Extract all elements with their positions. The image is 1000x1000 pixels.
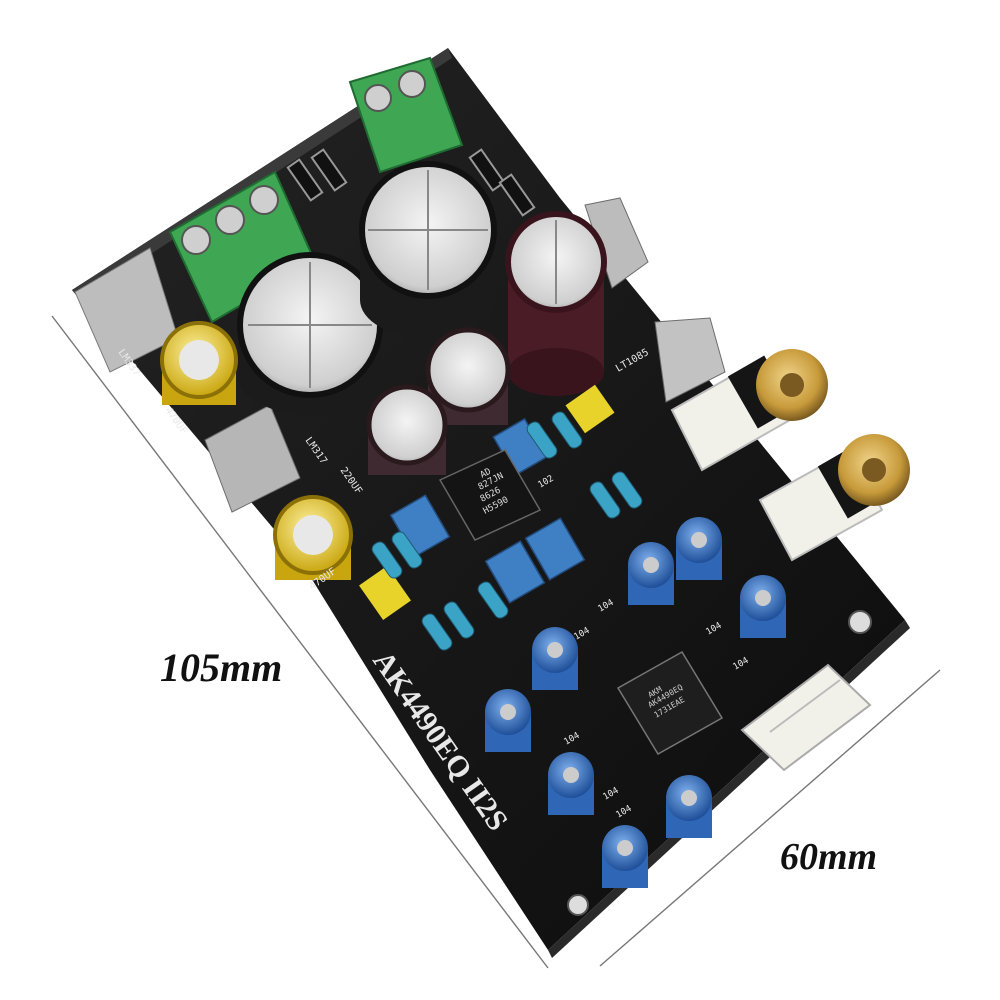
resistors [371, 411, 643, 651]
capacitor-yellow-2: 470UF [273, 495, 353, 592]
screw-icon [398, 70, 426, 98]
opamp-marking: AD [479, 467, 493, 481]
mounting-hole [567, 894, 589, 916]
capacitor-blue [740, 575, 786, 638]
header-connector [740, 663, 872, 772]
regulator-lm317 [204, 404, 301, 513]
small-blue-capacitors [485, 517, 786, 888]
capacitor-yellow-1: 470UF [160, 321, 238, 436]
dac-chip: AKM AK4490EQ 1731EAE [616, 650, 724, 756]
capacitor-large-1 [237, 252, 383, 415]
rca-connector-2 [758, 434, 910, 562]
capacitor-large-2 [359, 161, 497, 338]
capacitor-medium-2: 220UF [338, 384, 448, 496]
box-capacitors-blue [389, 417, 586, 604]
screw-terminal-3pin [168, 170, 317, 324]
capacitor-blue [676, 517, 722, 580]
dimension-line-width [599, 669, 941, 967]
capacitor-blue [666, 775, 712, 838]
capacitor-maroon [505, 211, 607, 396]
film-capacitors [359, 384, 615, 620]
screw-terminal-2pin [348, 56, 464, 174]
screw-icon [249, 185, 279, 215]
screw-icon [364, 84, 392, 112]
capacitor-blue [548, 752, 594, 815]
mounting-hole [848, 610, 872, 634]
dimension-line-length [51, 315, 549, 969]
dimension-length-label: 105mm [160, 645, 283, 690]
rca-connector-1 [670, 349, 828, 472]
opamp-ic: AD 827JN 8626 H5590 [438, 449, 542, 541]
capacitor-blue [602, 825, 648, 888]
dimension-width-label: 60mm [780, 836, 878, 878]
capacitor-blue [532, 627, 578, 690]
regulators: LM337 LM317 LT1085 [74, 197, 726, 513]
screw-icon [215, 205, 245, 235]
capacitor-blue [628, 542, 674, 605]
screw-icon [181, 225, 211, 255]
capacitor-blue [485, 689, 531, 752]
diodes [286, 148, 536, 217]
regulator-lt1085-b [654, 317, 726, 403]
